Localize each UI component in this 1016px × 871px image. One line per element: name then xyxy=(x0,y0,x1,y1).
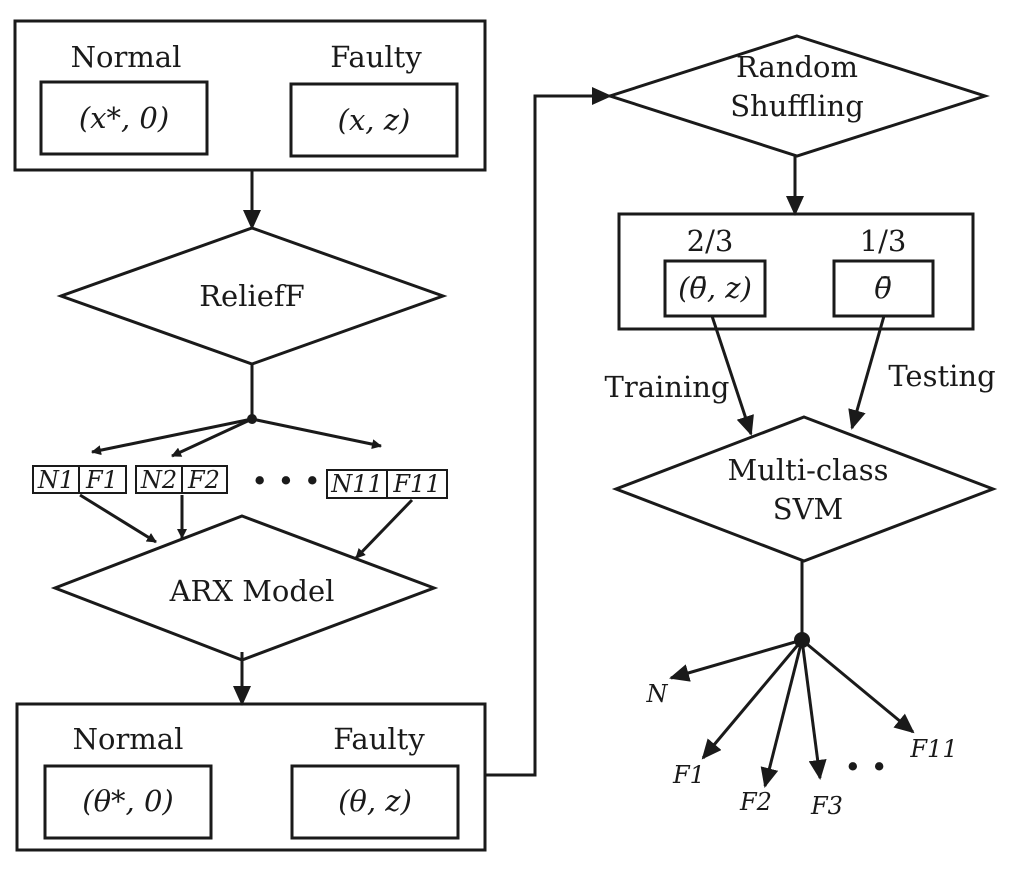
param-faulty-value: (θ, z) xyxy=(338,784,412,818)
feature-pair-2: N2 F2 xyxy=(135,465,228,494)
param-normal-value: (θ*, 0) xyxy=(82,784,173,818)
relieff-node: ReliefF xyxy=(56,226,448,366)
output-f3-label: F3 xyxy=(810,792,843,820)
split-block-frame xyxy=(617,212,975,331)
shuffling-node: Random Shuffling xyxy=(605,34,990,158)
input-faulty-value: (x, z) xyxy=(338,103,411,137)
input-block: Normal (x*, 0) Faulty (x, z) xyxy=(13,19,487,172)
input-normal-value: (x*, 0) xyxy=(79,101,169,135)
arrow-pair1-to-arx xyxy=(79,493,157,544)
split-train-value: (θ̄, z) xyxy=(678,271,752,305)
arrow-output-f2 xyxy=(760,639,804,788)
feature-n2-label: N2 xyxy=(140,466,177,494)
feature-f11-label: F11 xyxy=(392,470,440,498)
shuffling-label-line2: Shuffling xyxy=(730,89,864,123)
output-f2-label: F2 xyxy=(739,788,772,816)
svm-diamond xyxy=(611,415,998,563)
feature-pair-1: N1 F1 xyxy=(32,465,127,494)
output-ellipsis: • • xyxy=(844,750,887,784)
arrow-output-f1 xyxy=(701,639,804,760)
arrow-output-n xyxy=(669,638,803,682)
arrow-training xyxy=(710,315,754,436)
relieff-label: ReliefF xyxy=(199,279,305,313)
arrow-branch-pair2 xyxy=(171,417,253,458)
svm-node: Multi-class SVM xyxy=(611,415,998,563)
param-block: Normal (θ*, 0) Faulty (θ, z) xyxy=(15,702,487,852)
feature-f2-box xyxy=(181,465,228,494)
feature-f1-box xyxy=(78,465,127,494)
arx-label: ARX Model xyxy=(169,574,335,608)
arrow-branch-pair1 xyxy=(91,417,253,456)
feature-pair-11: N11 F11 xyxy=(326,469,448,499)
output-f1-label: F1 xyxy=(672,761,705,789)
split-test-value: θ̄ xyxy=(874,271,891,305)
svm-label-line2: SVM xyxy=(773,492,844,526)
arrow-testing xyxy=(848,315,886,430)
param-block-frame xyxy=(15,702,487,852)
svm-label-line1: Multi-class xyxy=(728,453,889,487)
split-block: 2/3 (θ̄, z) 1/3 θ̄ xyxy=(617,212,975,331)
feature-f2-label: F2 xyxy=(187,466,220,494)
feature-f11-box xyxy=(386,469,448,499)
arrow-params-to-shuffling xyxy=(485,87,612,777)
input-faulty-box xyxy=(289,82,459,158)
split-test-fraction: 1/3 xyxy=(860,224,907,258)
split-train-box xyxy=(663,259,767,318)
testing-label: Testing xyxy=(888,359,995,393)
feature-n11-label: N11 xyxy=(330,470,383,498)
param-normal-label: Normal xyxy=(73,722,184,756)
input-faulty-label: Faulty xyxy=(330,40,422,74)
feature-f1-label: F1 xyxy=(85,466,118,494)
input-normal-box xyxy=(39,80,209,156)
param-faulty-box xyxy=(290,764,460,840)
output-n-label: N xyxy=(646,680,669,708)
shuffling-diamond xyxy=(605,34,990,158)
param-faulty-label: Faulty xyxy=(333,722,425,756)
arrow-output-f11 xyxy=(801,638,915,734)
input-block-frame xyxy=(13,19,487,172)
arrow-pair11-to-arx xyxy=(354,498,414,560)
output-f11-label: F11 xyxy=(909,735,957,763)
split-train-fraction: 2/3 xyxy=(687,224,734,258)
arrow-output-f3 xyxy=(800,639,827,780)
feature-ellipsis: • • • xyxy=(251,464,321,498)
arrow-branch-pair11 xyxy=(251,417,382,450)
input-normal-label: Normal xyxy=(71,40,182,74)
feature-n1-label: N1 xyxy=(37,466,74,494)
training-label: Training xyxy=(605,370,730,404)
param-normal-box xyxy=(43,764,213,840)
shuffling-label-line1: Random xyxy=(736,50,858,84)
